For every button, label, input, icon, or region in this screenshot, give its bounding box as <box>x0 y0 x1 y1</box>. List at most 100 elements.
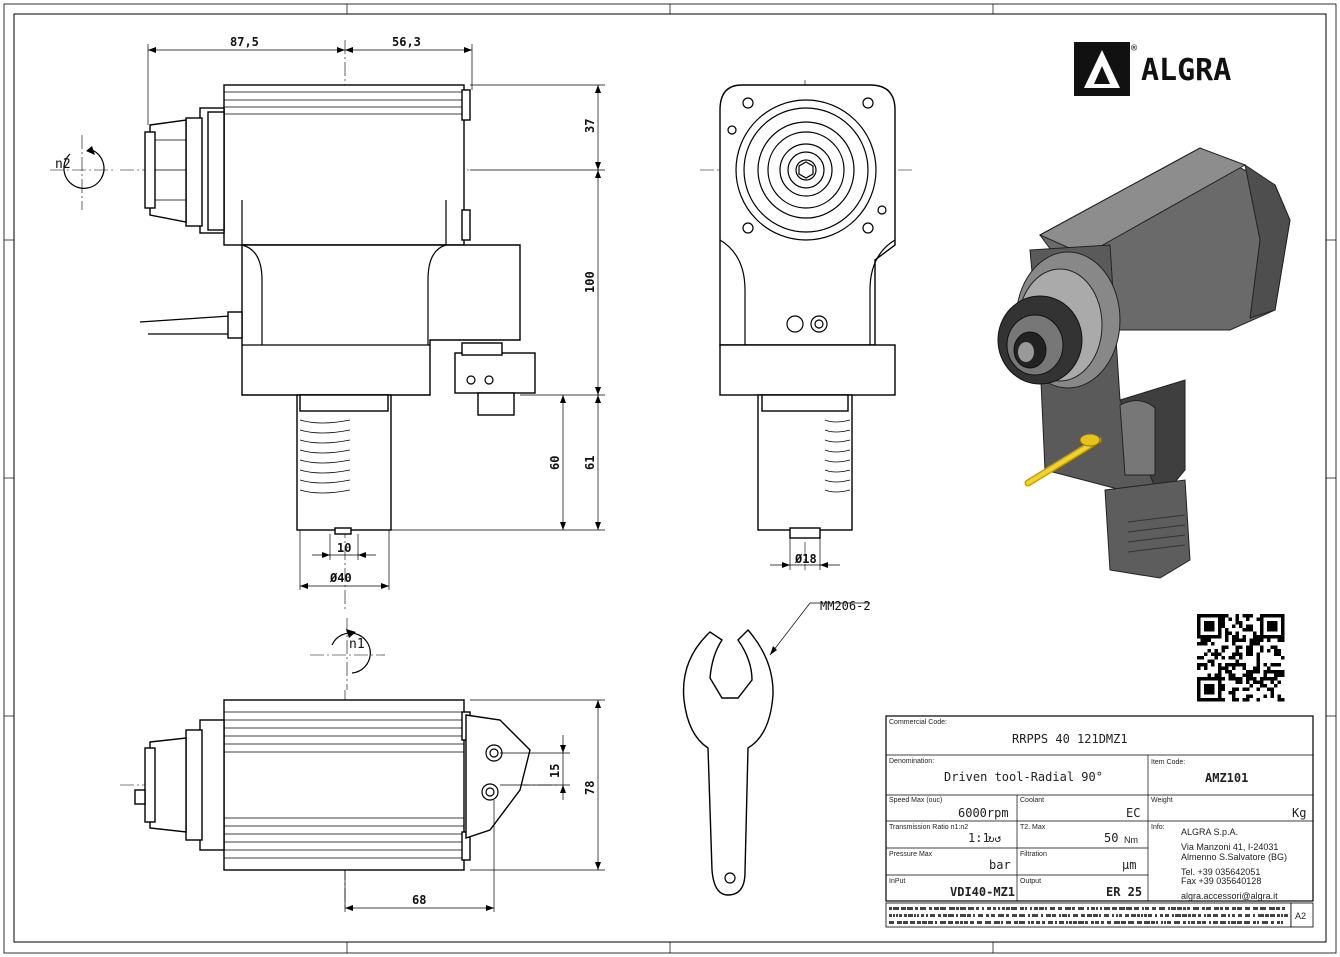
qr-module <box>1200 638 1204 642</box>
qr-module <box>1267 614 1271 618</box>
qr-module <box>1197 666 1201 670</box>
qr-module <box>1197 698 1201 702</box>
qr-module <box>1281 617 1285 621</box>
qr-module <box>1246 614 1250 618</box>
denomination-label: Denomination: <box>889 758 934 765</box>
qr-module <box>1232 687 1236 691</box>
fine-print-mark <box>1006 914 1009 917</box>
fine-print-mark <box>1125 914 1129 917</box>
fine-print-mark <box>917 914 919 917</box>
fine-print-mark <box>1039 907 1044 910</box>
qr-module <box>1281 656 1285 660</box>
qr-module <box>1218 677 1222 681</box>
qr-module <box>1256 617 1260 621</box>
qr-module <box>1197 614 1201 618</box>
fine-print-mark <box>1232 914 1235 917</box>
qr-module <box>1221 621 1225 625</box>
fine-print-mark <box>1052 914 1056 917</box>
dim-37: 37 <box>583 119 597 133</box>
fine-print-mark <box>1100 907 1102 910</box>
qr-module <box>1249 652 1253 656</box>
fine-print-mark <box>1258 914 1264 917</box>
qr-module <box>1221 684 1225 688</box>
fax: Fax +39 035640128 <box>1181 876 1261 886</box>
qr-module <box>1235 645 1239 649</box>
fine-print-mark <box>1119 914 1122 917</box>
qr-module <box>1281 670 1285 674</box>
qr-module <box>1232 656 1236 660</box>
qr-module <box>1218 614 1222 618</box>
qr-module <box>1242 687 1246 691</box>
rotation-n2-label: n2 <box>55 157 71 172</box>
qr-module <box>1249 638 1253 642</box>
fine-print-mark <box>1059 914 1061 917</box>
fine-print-mark <box>1078 907 1084 910</box>
address-line-2: Almenno S.Salvatore (BG) <box>1181 852 1287 862</box>
qr-module <box>1256 687 1260 691</box>
fine-print-mark <box>1006 907 1010 910</box>
qr-module <box>1274 684 1278 688</box>
fine-print-mark <box>893 914 895 917</box>
qr-module <box>1256 666 1260 670</box>
front-view <box>120 40 536 610</box>
qr-module <box>1260 677 1264 681</box>
fine-print-mark <box>897 921 902 924</box>
rotation-n1-symbol <box>310 618 385 690</box>
fine-print-mark <box>1228 921 1230 924</box>
qr-module <box>1207 691 1211 695</box>
fine-print-mark <box>1175 914 1181 917</box>
qr-module <box>1211 684 1215 688</box>
fine-print-mark <box>917 921 921 924</box>
fine-print-mark <box>1202 907 1205 910</box>
qr-module <box>1207 638 1211 642</box>
qr-module <box>1232 694 1236 698</box>
fine-print-mark <box>1041 914 1043 917</box>
qr-module <box>1239 638 1243 642</box>
fine-print-mark <box>985 921 991 924</box>
denomination: Driven tool-Radial 90° <box>944 770 1103 784</box>
qr-module <box>1274 652 1278 656</box>
qr-module <box>1204 652 1208 656</box>
qr-module <box>1197 635 1201 639</box>
fine-print-mark <box>1152 907 1156 910</box>
fine-print-mark <box>1068 914 1070 917</box>
qr-module <box>1214 698 1218 702</box>
fine-print-mark <box>929 907 932 910</box>
fine-print-mark <box>1238 914 1242 917</box>
fine-print-mark <box>1277 921 1280 924</box>
fine-print-mark <box>1036 921 1040 924</box>
fine-print-mark <box>1168 907 1170 910</box>
qr-module <box>1228 670 1232 674</box>
qr-module <box>1197 663 1201 667</box>
fine-print-mark <box>1091 907 1095 910</box>
fine-print-mark <box>967 914 971 917</box>
qr-module <box>1235 698 1239 702</box>
fine-print-mark <box>1062 914 1067 917</box>
qr-module <box>1211 663 1215 667</box>
qr-module <box>1246 680 1250 684</box>
qr-module <box>1232 677 1236 681</box>
item-code-label: Item Code: <box>1151 759 1185 766</box>
qr-module <box>1197 680 1201 684</box>
qr-module <box>1232 638 1236 642</box>
qr-module <box>1242 663 1246 667</box>
qr-module <box>1211 691 1215 695</box>
qr-module <box>1235 652 1239 656</box>
rotation-n1-label: n1 <box>349 637 365 652</box>
commercial-code: RRPPS 40 121DMZ1 <box>1012 732 1128 746</box>
qr-module <box>1232 663 1236 667</box>
fine-print-mark <box>1137 914 1140 917</box>
qr-module <box>1211 621 1215 625</box>
qr-module <box>1239 645 1243 649</box>
fine-print-mark <box>964 921 968 924</box>
qr-module <box>1260 638 1264 642</box>
qr-module <box>1267 638 1271 642</box>
qr-module <box>1204 684 1208 688</box>
fine-print-mark <box>1096 907 1098 910</box>
qr-module <box>1277 698 1281 702</box>
fine-print-mark <box>949 907 955 910</box>
qr-module <box>1274 663 1278 667</box>
qr-module <box>1256 670 1260 674</box>
qr-module <box>1253 670 1257 674</box>
fine-print-mark <box>976 907 979 910</box>
